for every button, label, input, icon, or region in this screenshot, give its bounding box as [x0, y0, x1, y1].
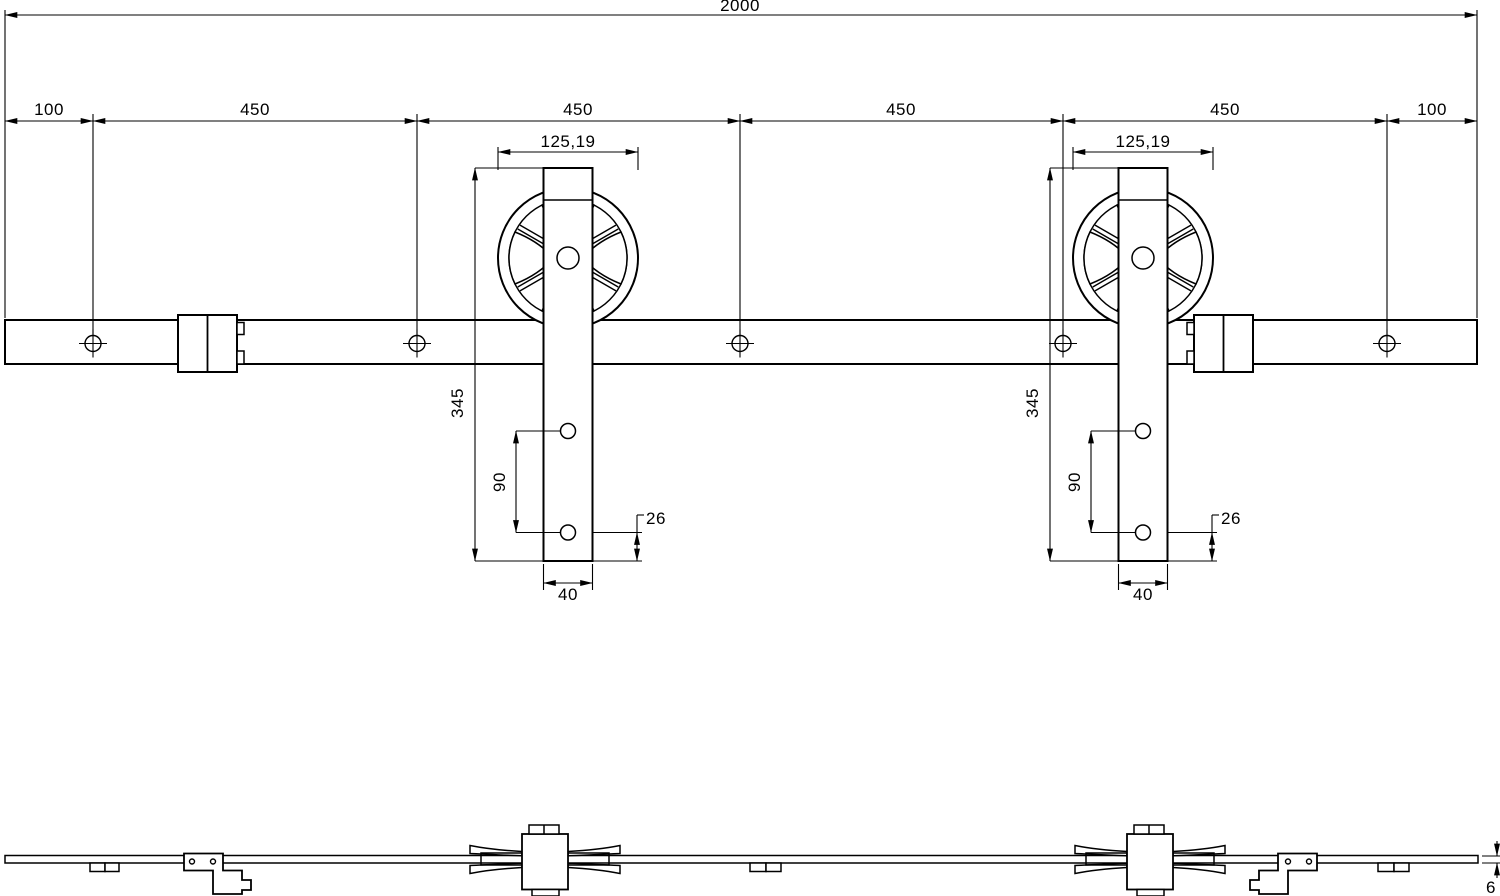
dim-label-rail-thickness: 6: [1486, 878, 1496, 896]
dims-roller-left: 125,19 345 90 26 40: [448, 132, 666, 604]
dim-label-strap-width-right: 40: [1133, 585, 1153, 604]
roller-top-view-left: [469, 824, 621, 896]
dim-label-hanger-length-right: 345: [1023, 388, 1042, 418]
plan-view: 6: [4, 824, 1500, 896]
roller-top-view-right: [1074, 824, 1226, 896]
dim-rail-thickness: 6: [1482, 841, 1500, 896]
dim-label-strap-width-left: 40: [558, 585, 578, 604]
dim-label-spacing-3: 450: [563, 100, 593, 119]
dim-label-hole-to-bottom-left: 26: [646, 509, 666, 528]
dim-label-roller-diameter-right: 125,19: [1116, 132, 1171, 151]
door-stop-left: [177, 314, 245, 373]
dim-label-spacing-6: 100: [1417, 100, 1447, 119]
dim-label-spacing-5: 450: [1210, 100, 1240, 119]
dim-label-hole-spacing-right: 90: [1065, 472, 1084, 492]
front-view: 2000 100 450 450 450 450 100: [4, 0, 1478, 604]
dim-hole-spacing-row: 100 450 450 450 450 100: [4, 100, 1478, 336]
rail-top-view: [4, 854, 1479, 864]
dimensions: 2000 100 450 450 450 450 100: [4, 0, 1478, 604]
dim-label-spacing-4: 450: [886, 100, 916, 119]
dim-label-spacing-2: 450: [240, 100, 270, 119]
rail-spacer-tabs: [89, 862, 1410, 873]
dim-label-hole-spacing-left: 90: [490, 472, 509, 492]
dim-overall-length: 2000: [4, 0, 1478, 318]
dim-label-overall: 2000: [720, 0, 760, 15]
dim-label-hole-to-bottom-right: 26: [1221, 509, 1241, 528]
dim-label-hanger-length-left: 345: [448, 388, 467, 418]
dim-label-roller-diameter-left: 125,19: [541, 132, 596, 151]
dims-roller-right: 125,19 345 90 26 40: [1023, 132, 1241, 604]
door-stop-right: [1186, 314, 1254, 373]
stop-bracket-top-view-left: [183, 852, 252, 895]
stop-bracket-top-view-right: [1249, 852, 1318, 895]
dim-label-spacing-1: 100: [34, 100, 64, 119]
